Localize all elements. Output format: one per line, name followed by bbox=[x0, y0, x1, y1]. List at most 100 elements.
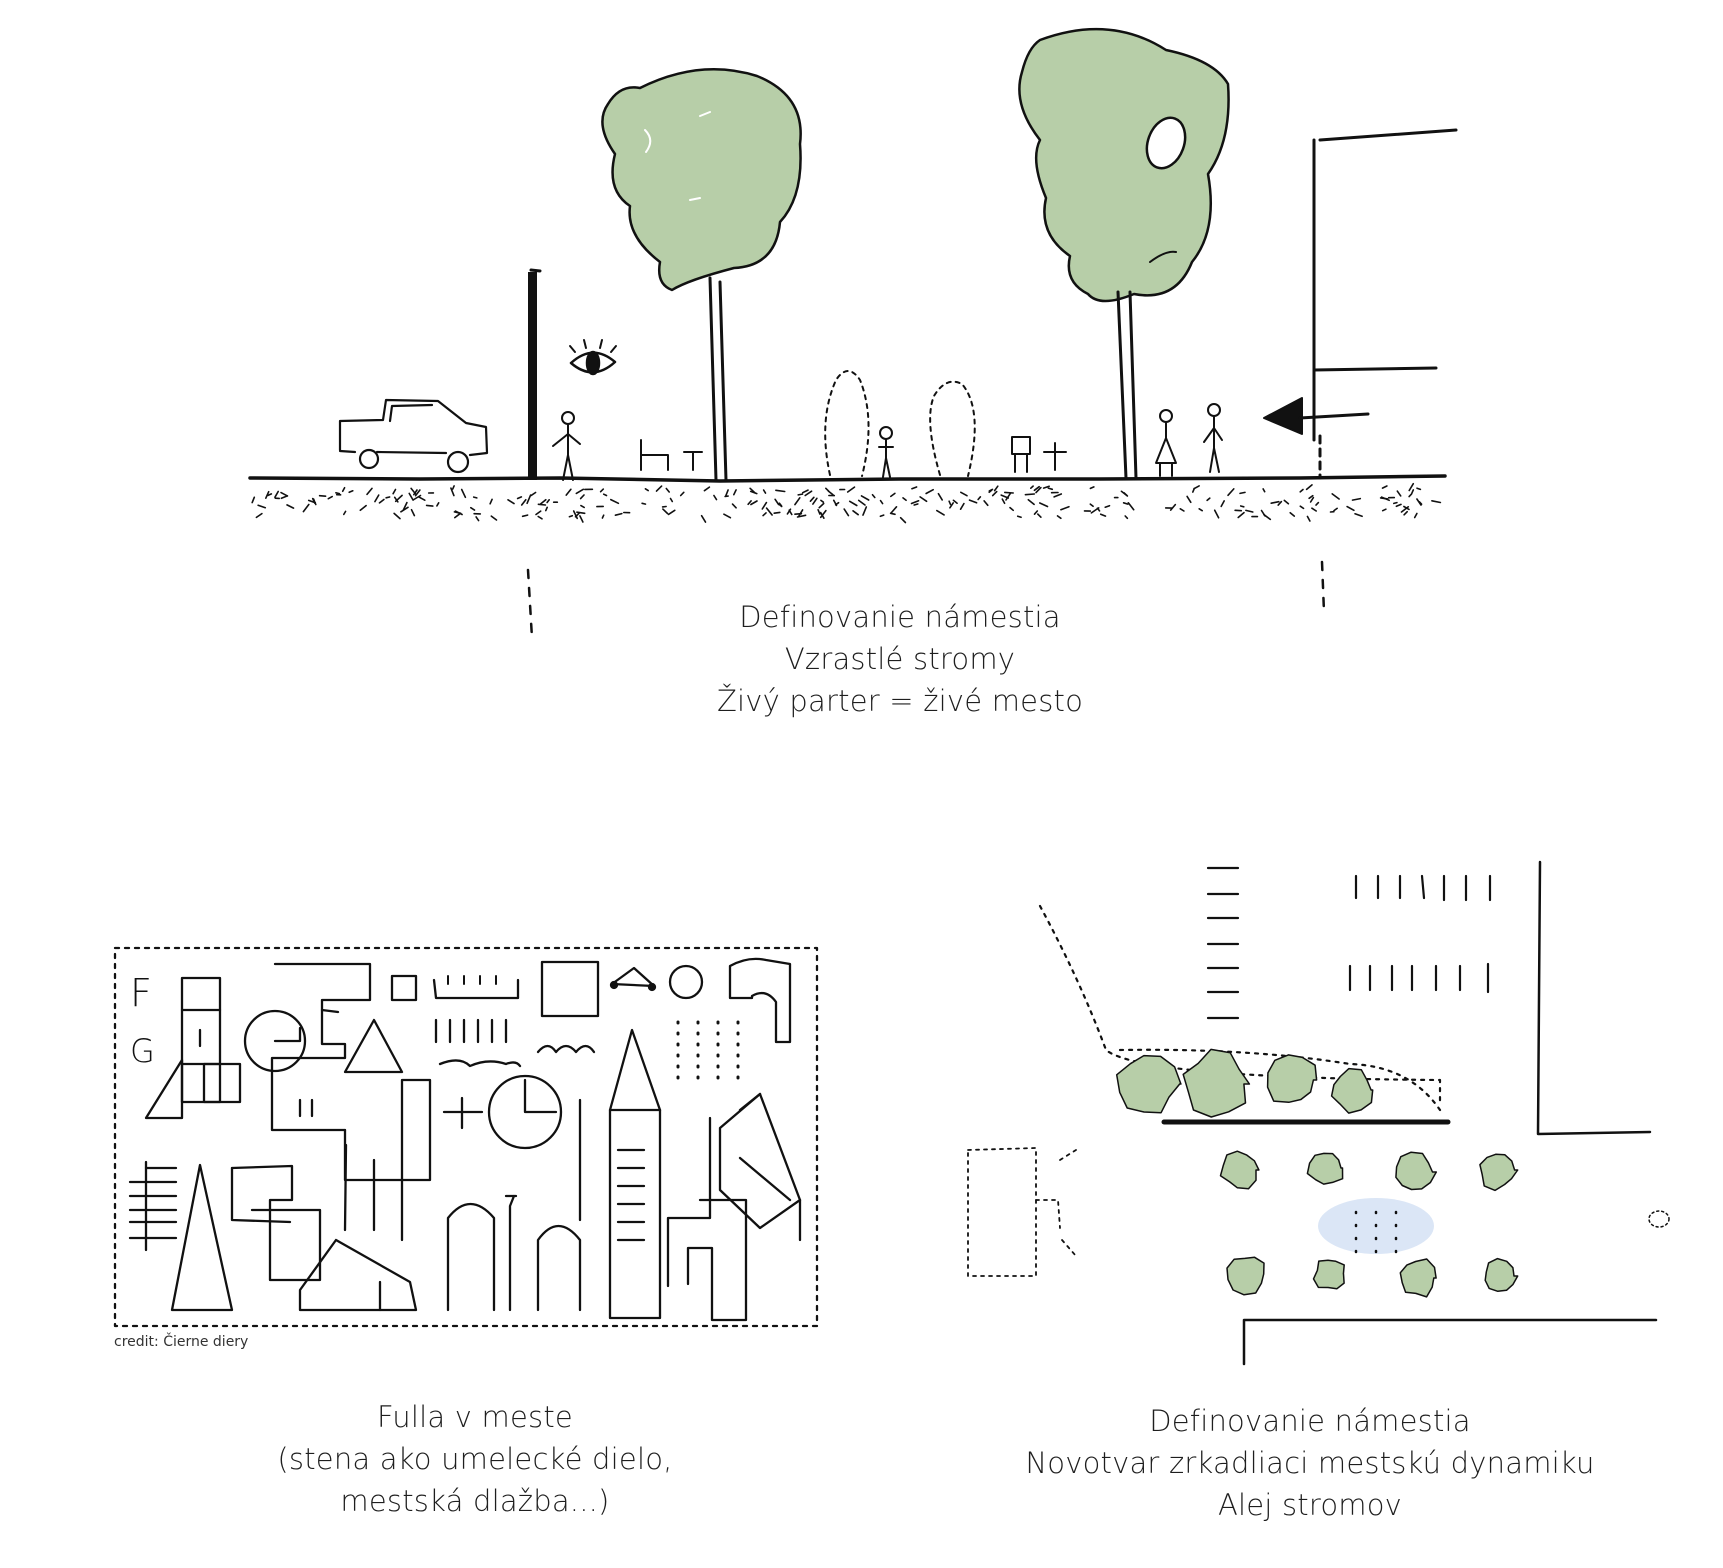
kiosk-dashed bbox=[967, 1147, 1077, 1277]
ground-dash bbox=[1035, 486, 1042, 494]
ground-dash bbox=[774, 498, 780, 506]
ground-dash bbox=[318, 494, 327, 497]
ground-dash bbox=[460, 488, 467, 499]
ground-dash bbox=[1239, 505, 1245, 508]
ground-dash bbox=[1403, 510, 1408, 516]
ground-dash bbox=[1037, 513, 1042, 518]
tree-icon bbox=[1115, 1054, 1182, 1114]
ground-dash bbox=[1354, 513, 1363, 518]
ground-dash bbox=[959, 502, 965, 510]
ground-dash bbox=[879, 514, 885, 518]
ground-dash bbox=[601, 514, 605, 519]
caption-br-line-3: Alej stromov bbox=[1217, 1488, 1403, 1522]
ground-dash bbox=[936, 509, 945, 516]
ground-dash bbox=[535, 510, 542, 516]
ground-dash bbox=[819, 511, 825, 519]
caption-top: Definovanie námestia Vzrastlé stromy Živ… bbox=[630, 596, 1170, 722]
person-icon bbox=[1203, 403, 1223, 473]
eye-icon bbox=[569, 339, 617, 376]
ground-dash bbox=[1431, 500, 1442, 504]
ground-dash bbox=[665, 487, 670, 493]
ground-dash bbox=[968, 499, 978, 504]
credit-label: credit: Čierne diery bbox=[114, 1334, 249, 1350]
ground-dash bbox=[1245, 509, 1254, 513]
ground-dash bbox=[348, 490, 354, 494]
ground-dash bbox=[450, 487, 455, 497]
ground-dash bbox=[641, 502, 647, 505]
ground-dash bbox=[490, 515, 498, 521]
ground-dash bbox=[902, 497, 907, 502]
ground-dash bbox=[775, 489, 786, 493]
tree-row-upper bbox=[1115, 1048, 1374, 1118]
ground-dash bbox=[1346, 505, 1355, 512]
ground-dash bbox=[565, 488, 572, 496]
cafe-tables bbox=[640, 436, 1067, 473]
ground-dash bbox=[335, 492, 341, 495]
ground-dash bbox=[977, 496, 982, 501]
ground-dash bbox=[890, 492, 896, 498]
boundary-dashed bbox=[1038, 904, 1442, 1104]
ground-dash bbox=[1033, 485, 1040, 492]
ground-dash bbox=[762, 489, 767, 494]
ground-dash bbox=[1124, 515, 1129, 520]
ground-dash bbox=[1004, 491, 1014, 494]
ground-dash bbox=[359, 504, 367, 512]
ground-dash bbox=[392, 488, 397, 495]
boundary-dashed bbox=[1118, 1048, 1442, 1112]
ground-dash bbox=[545, 506, 548, 512]
caption-top-line-3: Živý parter = živé mesto bbox=[716, 684, 1084, 718]
ground-dash bbox=[1270, 500, 1280, 504]
ground-dash bbox=[546, 499, 550, 504]
ground-dash bbox=[1186, 495, 1192, 504]
ground-dash bbox=[862, 506, 868, 516]
ground-dash bbox=[374, 494, 380, 503]
ground-dash bbox=[846, 486, 856, 493]
ground-dash bbox=[797, 493, 804, 496]
ground-dash bbox=[857, 499, 866, 506]
caption-bl-line-3: mestská dlažba...) bbox=[340, 1484, 610, 1518]
ground-dash bbox=[798, 509, 804, 517]
ground-dash bbox=[1127, 502, 1135, 511]
ground-dash bbox=[1179, 508, 1185, 512]
ground-dash bbox=[1239, 491, 1246, 495]
ground-dash bbox=[794, 497, 801, 506]
caption-bl-line-1: Fulla v meste bbox=[377, 1400, 573, 1434]
ground-dash bbox=[1408, 482, 1415, 492]
ground-dash bbox=[750, 500, 758, 506]
tree-icon bbox=[1479, 1153, 1519, 1192]
ground-dash bbox=[778, 503, 783, 508]
ground-dash bbox=[1263, 513, 1272, 521]
ground-dash bbox=[454, 513, 461, 519]
ground-dash bbox=[1379, 497, 1389, 500]
ground-dash bbox=[801, 489, 809, 494]
ground-dash bbox=[762, 512, 767, 517]
ground-dash bbox=[579, 494, 585, 500]
tree-icon bbox=[1312, 1259, 1345, 1290]
ground-dash bbox=[827, 490, 834, 496]
ground-dash bbox=[526, 494, 532, 505]
ground-dash bbox=[724, 489, 729, 497]
ground-dash bbox=[280, 491, 289, 497]
caption-bottom-left: Fulla v meste (stena ako umelecké dielo,… bbox=[210, 1396, 740, 1522]
ground-dash bbox=[860, 495, 870, 501]
ground-dash bbox=[731, 503, 737, 509]
ground-dash bbox=[1120, 490, 1129, 497]
ground-dash bbox=[1262, 488, 1266, 493]
ground-dash bbox=[1042, 485, 1050, 489]
ground-dash bbox=[910, 500, 920, 505]
ground-dash bbox=[414, 489, 421, 497]
tree-icon bbox=[1306, 1152, 1344, 1185]
ground-dash bbox=[251, 496, 256, 504]
ground-dash bbox=[378, 498, 385, 504]
ground-dash bbox=[576, 511, 586, 515]
ground-dash bbox=[265, 490, 270, 499]
ground-dash bbox=[1331, 493, 1340, 500]
ground-dash bbox=[1351, 497, 1362, 501]
ground-dash bbox=[599, 488, 605, 493]
ground-dash bbox=[1315, 501, 1320, 506]
ground-dash bbox=[786, 508, 792, 515]
person-icon bbox=[552, 411, 581, 481]
ground-dash bbox=[579, 515, 584, 523]
shrub-dashed bbox=[824, 370, 976, 477]
